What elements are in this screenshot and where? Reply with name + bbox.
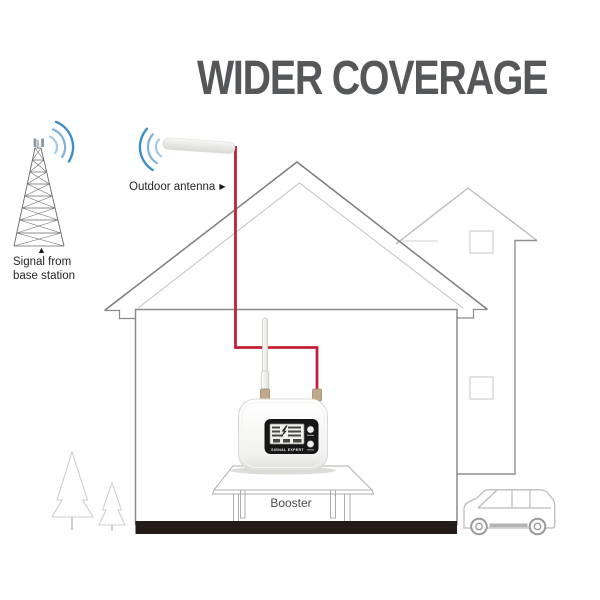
outdoor-antenna-label: Outdoor antenna▶ bbox=[129, 181, 226, 193]
pine-tree-small-icon bbox=[98, 481, 126, 531]
control-button bbox=[306, 440, 315, 448]
page-title: WIDER COVERAGE bbox=[197, 52, 548, 105]
pine-tree-large-icon bbox=[51, 450, 94, 530]
car-wheel-icon bbox=[528, 517, 547, 536]
house-window-upper bbox=[469, 230, 494, 254]
car-wheel-icon bbox=[470, 517, 488, 536]
floor bbox=[135, 521, 457, 534]
booster-label: Booster bbox=[270, 496, 312, 510]
outdoor-antenna-device bbox=[162, 137, 236, 155]
car-icon bbox=[463, 489, 556, 536]
coax-cable bbox=[234, 146, 319, 393]
whip-antenna-icon bbox=[260, 317, 270, 395]
right-arrow-icon: ▶ bbox=[219, 182, 226, 191]
house-window-lower bbox=[469, 376, 494, 400]
booster-device: SIGNAL EXPERT bbox=[230, 317, 336, 475]
up-arrow-icon: ▲ bbox=[37, 245, 46, 255]
lcd-panel: SIGNAL EXPERT bbox=[264, 419, 319, 454]
brand-text: SIGNAL EXPERT bbox=[271, 448, 304, 452]
lcd-bolt-icon bbox=[281, 425, 288, 438]
cell-tower-icon bbox=[13, 138, 65, 247]
power-button bbox=[306, 425, 315, 434]
antenna-signal-waves-icon bbox=[138, 127, 163, 172]
background-house-outline bbox=[395, 187, 538, 475]
tower-signal-waves-icon bbox=[48, 120, 75, 163]
base-station-label: Signal from base station bbox=[13, 256, 76, 283]
